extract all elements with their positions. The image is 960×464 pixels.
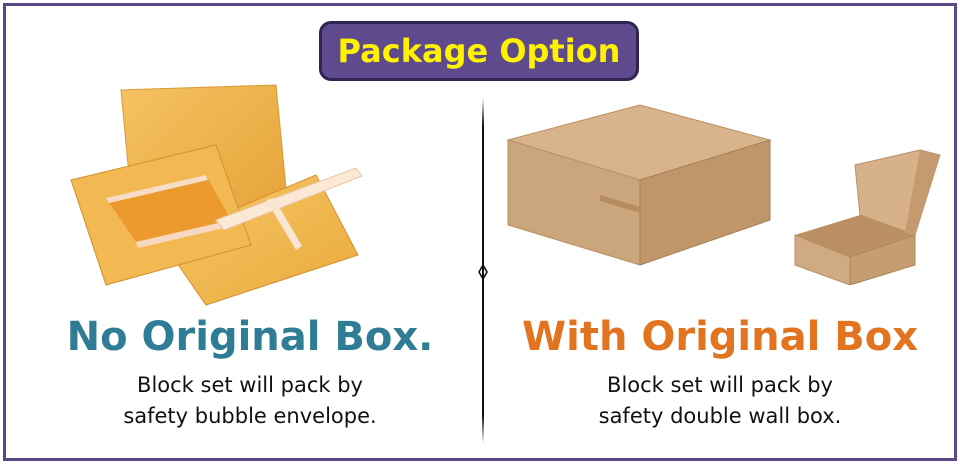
description-line: Block set will pack by bbox=[137, 373, 363, 397]
description-line: Block set will pack by bbox=[607, 373, 833, 397]
description-line: safety bubble envelope. bbox=[123, 404, 377, 428]
cardboard-box-icon bbox=[506, 104, 941, 285]
no-original-box-heading: No Original Box. bbox=[66, 314, 434, 360]
description-line: safety double wall box. bbox=[598, 404, 842, 428]
no-original-box-description: Block set will pack by safety bubble env… bbox=[40, 370, 460, 432]
page-title: Package Option bbox=[319, 21, 639, 81]
with-original-box-heading: With Original Box bbox=[521, 314, 918, 360]
with-original-box-description: Block set will pack by safety double wal… bbox=[500, 370, 940, 432]
center-divider bbox=[482, 98, 484, 443]
bubble-envelope-icon bbox=[70, 84, 363, 306]
divider-ornament-icon bbox=[478, 265, 488, 279]
